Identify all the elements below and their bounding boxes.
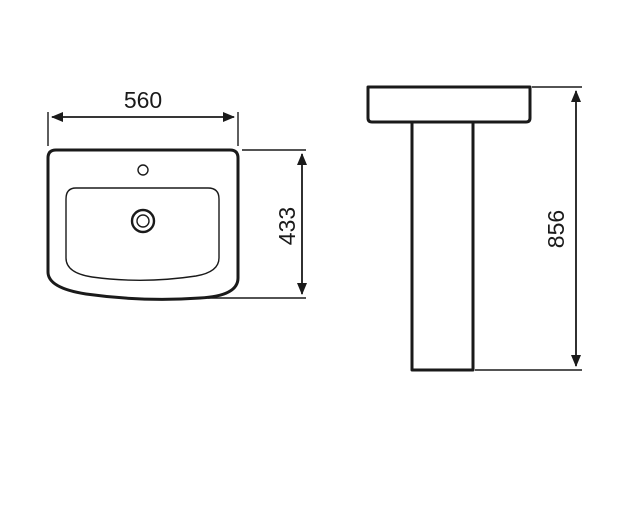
pedestal-side-view [366, 85, 532, 372]
pedestal-column [410, 120, 475, 372]
depth-dimension: 433 [208, 149, 307, 299]
basin-top-view [46, 148, 240, 301]
width-dimension: 560 [47, 87, 239, 146]
basin-bowl [65, 187, 220, 281]
basin-outline [46, 148, 240, 301]
depth-label: 433 [274, 207, 300, 245]
tap-hole [137, 164, 149, 176]
height-label: 856 [543, 210, 569, 248]
width-label: 560 [124, 87, 162, 113]
drain-outer [130, 208, 156, 234]
drain-inner [136, 214, 150, 228]
height-dimension: 856 [475, 86, 582, 371]
basin-side-profile [366, 85, 532, 124]
